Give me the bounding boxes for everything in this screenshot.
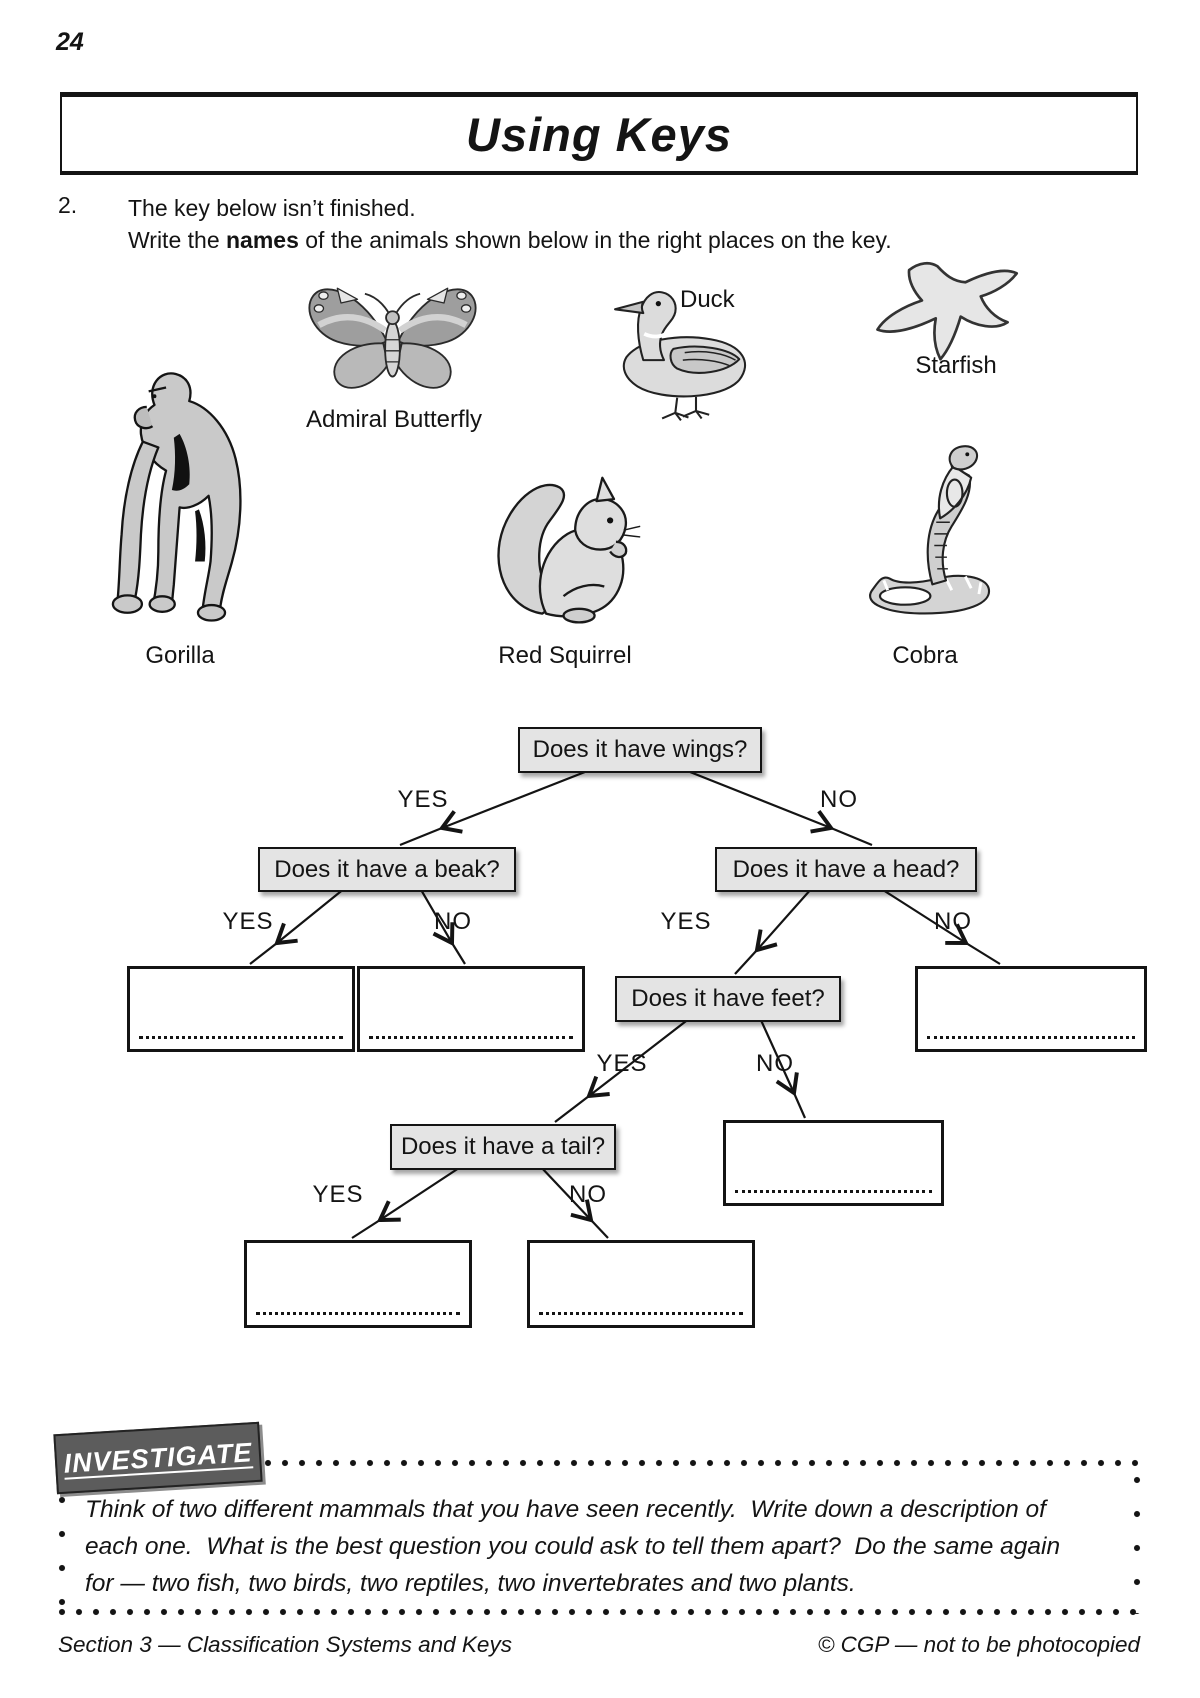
answer-write-line[interactable] — [139, 1018, 343, 1039]
investigate-badge-label: INVESTIGATE — [62, 1436, 254, 1479]
answer-box[interactable] — [127, 966, 355, 1052]
question-number: 2. — [58, 192, 78, 218]
key-question-head: Does it have a head? — [715, 847, 977, 892]
branch-label-beak-yes: YES — [222, 908, 274, 935]
branch-label-feet-no: NO — [756, 1050, 794, 1077]
key-question-feet: Does it have feet? — [615, 976, 841, 1022]
branch-label-wings-yes: YES — [397, 786, 449, 813]
admiral-butterfly-label: Admiral Butterfly — [305, 406, 483, 433]
answer-write-line[interactable] — [735, 1172, 932, 1193]
cobra-image — [869, 445, 990, 615]
question-line-1: The key below isn’t finished. — [128, 195, 416, 221]
duck-image — [614, 291, 746, 421]
starfish-label: Starfish — [915, 352, 997, 379]
answer-box[interactable] — [244, 1240, 472, 1328]
investigate-badge: INVESTIGATE — [53, 1421, 263, 1495]
page-title: Using Keys — [466, 107, 732, 161]
question-line-2: Write the names of the animals shown bel… — [128, 227, 892, 253]
branch-label-tail-yes: YES — [312, 1181, 364, 1208]
admiral-butterfly-image — [308, 287, 477, 389]
branch-label-tail-no: NO — [569, 1181, 607, 1208]
branch-label-wings-no: NO — [820, 786, 858, 813]
key-question-tail: Does it have a tail? — [390, 1124, 616, 1170]
question-text: The key below isn’t finished. Write the … — [128, 192, 892, 256]
key-question-wings: Does it have wings? — [518, 727, 762, 773]
branch-label-beak-no: NO — [434, 908, 472, 935]
key-question-beak: Does it have a beak? — [258, 847, 516, 892]
duck-label: Duck — [680, 286, 735, 313]
footer-section-title: Section 3 — Classification Systems and K… — [58, 1632, 512, 1657]
red-squirrel-label: Red Squirrel — [498, 642, 632, 669]
investigate-text-line-3: for — two fish, two birds, two reptiles,… — [85, 1570, 856, 1597]
answer-write-line[interactable] — [539, 1294, 743, 1315]
starfish-image — [876, 261, 1019, 361]
branch-label-head-yes: YES — [660, 908, 712, 935]
answer-box[interactable] — [527, 1240, 755, 1328]
title-box: Using Keys — [60, 92, 1138, 175]
page-number: 24 — [56, 28, 84, 56]
branch-label-feet-yes: YES — [596, 1050, 648, 1077]
answer-box[interactable] — [723, 1120, 944, 1206]
answer-write-line[interactable] — [256, 1294, 460, 1315]
answer-write-line[interactable] — [369, 1018, 573, 1039]
investigate-text-line-1: Think of two different mammals that you … — [85, 1496, 1046, 1523]
red-squirrel-image — [497, 476, 641, 624]
dotted-border-bottom — [58, 1608, 1142, 1616]
cobra-label: Cobra — [892, 642, 958, 669]
answer-box[interactable] — [915, 966, 1147, 1052]
answer-box[interactable] — [357, 966, 585, 1052]
gorilla-image — [111, 372, 242, 622]
gorilla-label: Gorilla — [145, 642, 215, 669]
answer-write-line[interactable] — [927, 1018, 1135, 1039]
dotted-border-left — [58, 1496, 66, 1608]
footer-copyright: © CGP — not to be photocopied — [817, 1632, 1140, 1657]
dotted-border-top — [264, 1459, 1144, 1467]
branch-label-head-no: NO — [934, 908, 972, 935]
dotted-border-right — [1133, 1476, 1141, 1614]
investigate-text-line-2: each one. What is the best question you … — [85, 1533, 1061, 1560]
